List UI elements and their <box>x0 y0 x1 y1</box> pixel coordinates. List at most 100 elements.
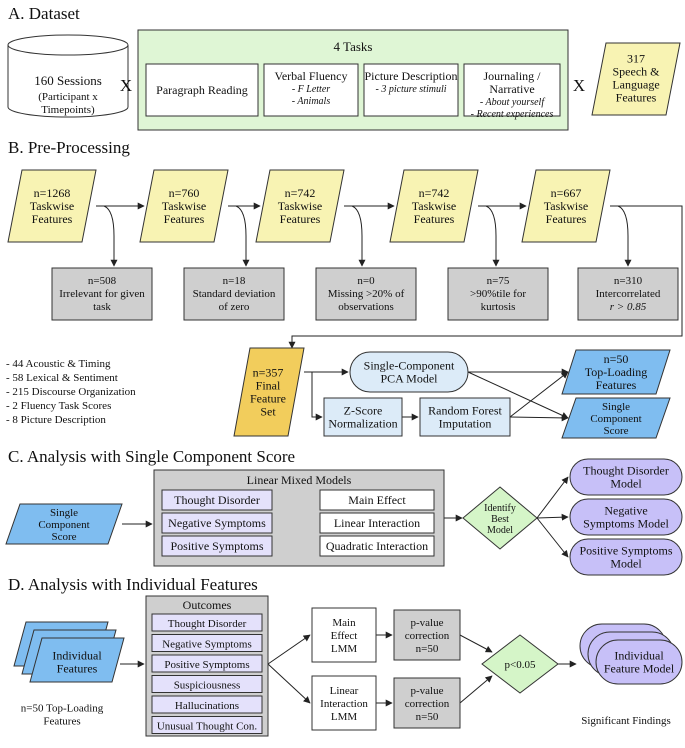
lmm-effect-box <box>319 535 435 557</box>
flow-arrow <box>459 634 493 653</box>
speech-features-box <box>591 42 681 116</box>
task-box <box>263 63 359 117</box>
interaction-lmm-label: LMM <box>331 711 358 723</box>
lmm-effect-label: Linear Interaction <box>334 516 420 530</box>
flow-arrow <box>536 476 569 519</box>
outcome-box <box>151 695 263 714</box>
label-layer: A. Dataset 160 Sessions (Participant xTime… <box>6 4 675 733</box>
removal-arrow <box>235 205 250 267</box>
outcome-label: Positive Symptoms <box>164 659 249 671</box>
lmm-effect-box <box>319 489 435 511</box>
section-b-title: B. Pre-Processing <box>8 138 130 157</box>
task-box <box>463 63 561 117</box>
removed-features-label: r > 0.85 <box>610 301 647 313</box>
final-feature-breakdown: - 58 Lexical & Sentiment <box>6 372 118 384</box>
flow-arrow <box>267 663 311 704</box>
individual-feature-model-stack <box>595 639 683 685</box>
individual-features-stack <box>29 637 125 683</box>
taskwise-features-box <box>389 169 479 243</box>
pvalue-correction-label: p-value <box>411 617 444 629</box>
outcome-label: Thought Disorder <box>168 618 247 630</box>
final-feature-set-label: Final <box>256 379 281 393</box>
taskwise-features-label: n=742 <box>285 186 316 200</box>
speech-features-label: Features <box>616 91 657 105</box>
section-d-title: D. Analysis with Individual Features <box>8 575 258 594</box>
pca-model-label: Single-Component <box>364 359 455 373</box>
pvalue-correction-box <box>393 609 461 661</box>
removed-features-label: n=75 <box>487 275 510 287</box>
taskwise-features-label: Features <box>414 212 455 226</box>
speech-features-label: Language <box>612 78 659 92</box>
multiply-sign: X <box>120 76 132 95</box>
taskwise-features-label: Features <box>164 212 205 226</box>
individual-features-caption: n=50 Top-Loading <box>21 703 104 715</box>
outcome-label: Unusual Thought Con. <box>157 721 258 733</box>
removed-features-box <box>51 267 153 321</box>
lmm-effect-label: Main Effect <box>348 493 406 507</box>
sessions-desc: Timepoints) <box>41 104 95 116</box>
single-component-input <box>5 503 123 545</box>
main-effect-lmm-label: Effect <box>331 630 358 642</box>
lmm-outcome-label: Thought Disorder <box>174 493 260 507</box>
lmm-outcome-box <box>161 512 273 534</box>
sessions-count: 160 Sessions <box>34 73 102 88</box>
individual-feature-model-label: Individual <box>614 649 664 663</box>
removed-features-label: observations <box>338 301 394 313</box>
zscore-label: Normalization <box>328 417 397 431</box>
removed-features-label: Intercorrelated <box>596 288 661 300</box>
shape-layer <box>5 29 683 737</box>
flow-arrow <box>459 675 493 704</box>
single-component-label: Single <box>50 507 78 519</box>
lmm-outcome-label: Positive Symptoms <box>170 539 263 553</box>
rf-imputation-label: Imputation <box>439 417 492 431</box>
top-loading-box <box>561 349 671 395</box>
section-a-title: A. Dataset <box>8 4 80 23</box>
pvalue-correction-box <box>393 677 461 729</box>
pvalue-correction-label: n=50 <box>416 643 439 655</box>
top-loading-label: Features <box>596 378 637 392</box>
task-box <box>145 63 259 117</box>
final-feature-set-label: n=357 <box>253 366 284 380</box>
lmm-panel-title: Linear Mixed Models <box>247 473 352 487</box>
lmm-outcome-box <box>161 535 273 557</box>
removed-features-label: kurtosis <box>481 301 516 313</box>
pvalue-correction-label: correction <box>405 630 450 642</box>
lmm-outcome-box <box>161 489 273 511</box>
sessions-desc: (Participant x <box>38 91 98 103</box>
removed-features-label: Standard deviation <box>193 288 276 300</box>
best-model-decision <box>462 486 538 550</box>
best-model-label: Identify <box>484 503 516 514</box>
flow-arrow <box>288 205 683 349</box>
symptom-model-label: Negative <box>604 504 647 518</box>
final-feature-breakdown: - 44 Acoustic & Timing <box>6 358 111 370</box>
rf-imputation-box <box>419 397 511 437</box>
removed-features-box <box>315 267 417 321</box>
top-loading-label: n=50 <box>604 352 629 366</box>
single-component-label: Score <box>51 531 76 543</box>
removed-features-label: >90%tile for <box>470 288 526 300</box>
task-subitem: - Animals <box>292 96 331 107</box>
outcome-box <box>151 654 263 673</box>
removed-features-label: Missing >20% of <box>328 288 405 300</box>
removed-features-label: of zero <box>219 301 250 313</box>
task-label: Verbal Fluency <box>275 69 348 83</box>
task-label: Journaling / <box>484 69 542 83</box>
pca-model-box <box>349 351 469 393</box>
taskwise-features-label: Taskwise <box>412 199 456 213</box>
section-c-title: C. Analysis with Single Component Score <box>8 447 295 466</box>
removed-features-label: n=508 <box>88 275 117 287</box>
individual-features-label: Features <box>57 662 98 676</box>
outcomes-panel-title: Outcomes <box>183 598 232 612</box>
flow-arrow <box>509 371 569 418</box>
pvalue-correction-label: correction <box>405 698 450 710</box>
outcome-box <box>151 716 263 734</box>
speech-features-label: 317 <box>627 52 645 66</box>
removal-arrow <box>351 205 366 267</box>
lmm-effect-label: Quadratic Interaction <box>326 539 428 553</box>
main-effect-lmm-box <box>311 607 377 663</box>
rf-imputation-label: Random Forest <box>428 404 502 418</box>
taskwise-features-label: n=760 <box>169 186 200 200</box>
task-box <box>363 63 459 117</box>
task-subitem: - Recent experiences <box>471 109 554 120</box>
